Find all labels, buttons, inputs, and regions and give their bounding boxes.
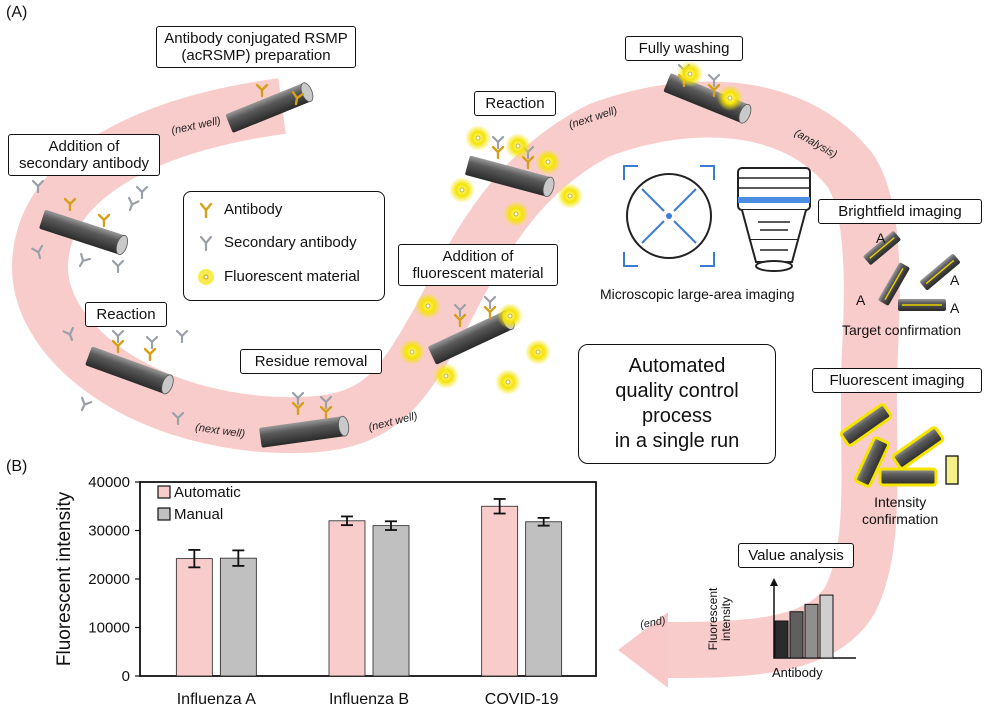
bar-manual-1 — [372, 525, 410, 677]
target-letter-3: A — [856, 292, 866, 308]
rod-reaction-left — [62, 326, 189, 426]
automated-line2: quality control — [615, 380, 739, 402]
addition-fluorescent-line1: Addition of — [442, 248, 514, 265]
mini-chart-ylabel: Fluorescent intensity — [700, 576, 740, 658]
microscope-field-icon — [623, 165, 715, 267]
legend-secondary: Secondary antibody — [198, 234, 357, 251]
x-tick-label-0: Influenza A — [177, 691, 257, 708]
target-confirmation-caption: Target confirmation — [842, 322, 962, 338]
rod-residue — [258, 391, 351, 449]
intensity-confirmation-caption: Intensity confirmation — [862, 494, 938, 528]
residue-removal-label: Residue removal — [240, 349, 382, 374]
legend-fluorescent-text: Fluorescent material — [224, 268, 360, 285]
target-letter-4: A — [950, 300, 960, 316]
reaction-mid-label: Reaction — [474, 91, 556, 116]
reaction-left-label: Reaction — [85, 302, 167, 327]
intensity-line2: confirmation — [862, 511, 939, 527]
y-tick-label-3: 30000 — [88, 523, 130, 540]
acrsmp-line1: Antibody conjugated RSMP — [164, 30, 348, 47]
addition-fluorescent-line2: fluorescent material — [412, 265, 544, 282]
target-letter-2: A — [950, 272, 960, 288]
mini-bars — [774, 594, 834, 659]
bar-manual-0 — [219, 557, 257, 677]
secondary-antibody-icon — [199, 235, 213, 251]
legend-swatch-automatic — [157, 485, 171, 499]
mini-bar-2 — [804, 603, 819, 659]
y-axis-label: Fluorescent intensity — [54, 491, 75, 666]
bar-manual-2 — [525, 521, 563, 677]
panel-b-label: (B) — [6, 458, 28, 475]
antibody-icon — [199, 202, 213, 218]
rod-washing — [662, 60, 754, 126]
y-tick-label-4: 40000 — [88, 474, 130, 491]
y-tick-label-1: 10000 — [88, 620, 130, 637]
legend-label-manual: Manual — [174, 506, 223, 523]
y-tick-label-2: 20000 — [88, 571, 130, 588]
rod-acrsmp — [224, 80, 316, 134]
fully-washing-label: Fully washing — [625, 36, 743, 61]
automated-line4: in a single run — [614, 430, 740, 452]
legend-antibody: Antibody — [198, 201, 282, 218]
mini-bar-1 — [789, 611, 804, 659]
intensity-line1: Intensity — [874, 494, 927, 510]
automated-line1: Automated — [628, 355, 726, 377]
x-tick-label-2: COVID-19 — [485, 691, 559, 708]
rod-secondary — [31, 179, 149, 274]
acrsmp-preparation-label: Antibody conjugated RSMP (acRSMP) prepar… — [156, 26, 356, 68]
rod-reaction-mid — [448, 124, 584, 228]
panel-a-label: (A) — [6, 4, 28, 21]
plot-frame — [139, 481, 597, 677]
mini-bar-0 — [774, 620, 789, 659]
addition-secondary-label: Addition of secondary antibody — [8, 134, 160, 176]
addition-secondary-line1: Addition of — [48, 138, 120, 155]
mini-chart — [770, 578, 856, 659]
fluorescent-material-icon — [198, 268, 214, 285]
objective-lens-icon — [737, 167, 811, 272]
legend-label-automatic: Automatic — [174, 484, 241, 501]
bar-automatic-2 — [481, 505, 519, 677]
bar-automatic-1 — [328, 520, 366, 677]
rod-fluorescent — [398, 292, 552, 396]
addition-fluorescent-label: Addition of fluorescent material — [398, 244, 558, 286]
legend-box: Antibody Secondary antibody Fluorescent … — [183, 191, 385, 301]
value-analysis-label: Value analysis — [738, 543, 854, 568]
mini-ylabel-text: Fluorescent intensity — [706, 577, 733, 661]
brightfield-imaging-label: Brightfield imaging — [818, 199, 982, 224]
mini-bar-3 — [819, 594, 834, 659]
legend-secondary-text: Secondary antibody — [224, 234, 357, 251]
automated-process-box: Automated quality control process in a s… — [578, 344, 776, 464]
legend-swatch-manual — [157, 507, 171, 521]
legend-antibody-text: Antibody — [224, 201, 283, 218]
target-letter-1: A — [876, 230, 886, 246]
mini-chart-xlabel: Antibody — [772, 665, 823, 680]
addition-secondary-line2: secondary antibody — [18, 155, 150, 172]
fluorescent-rods — [839, 403, 959, 488]
legend-fluorescent: Fluorescent material — [198, 268, 360, 285]
microscopic-imaging-caption: Microscopic large-area imaging — [600, 286, 795, 302]
fluorescent-imaging-label: Fluorescent imaging — [812, 368, 982, 393]
brightfield-rods — [863, 231, 960, 311]
bar-automatic-0 — [175, 558, 213, 677]
x-tick-label-1: Influenza B — [329, 691, 409, 708]
mini-ylabel-line2: intensity — [719, 596, 733, 642]
acrsmp-line2: (acRSMP) preparation — [181, 47, 331, 64]
automated-line3: process — [641, 405, 713, 427]
y-tick-label-0: 0 — [122, 668, 130, 685]
